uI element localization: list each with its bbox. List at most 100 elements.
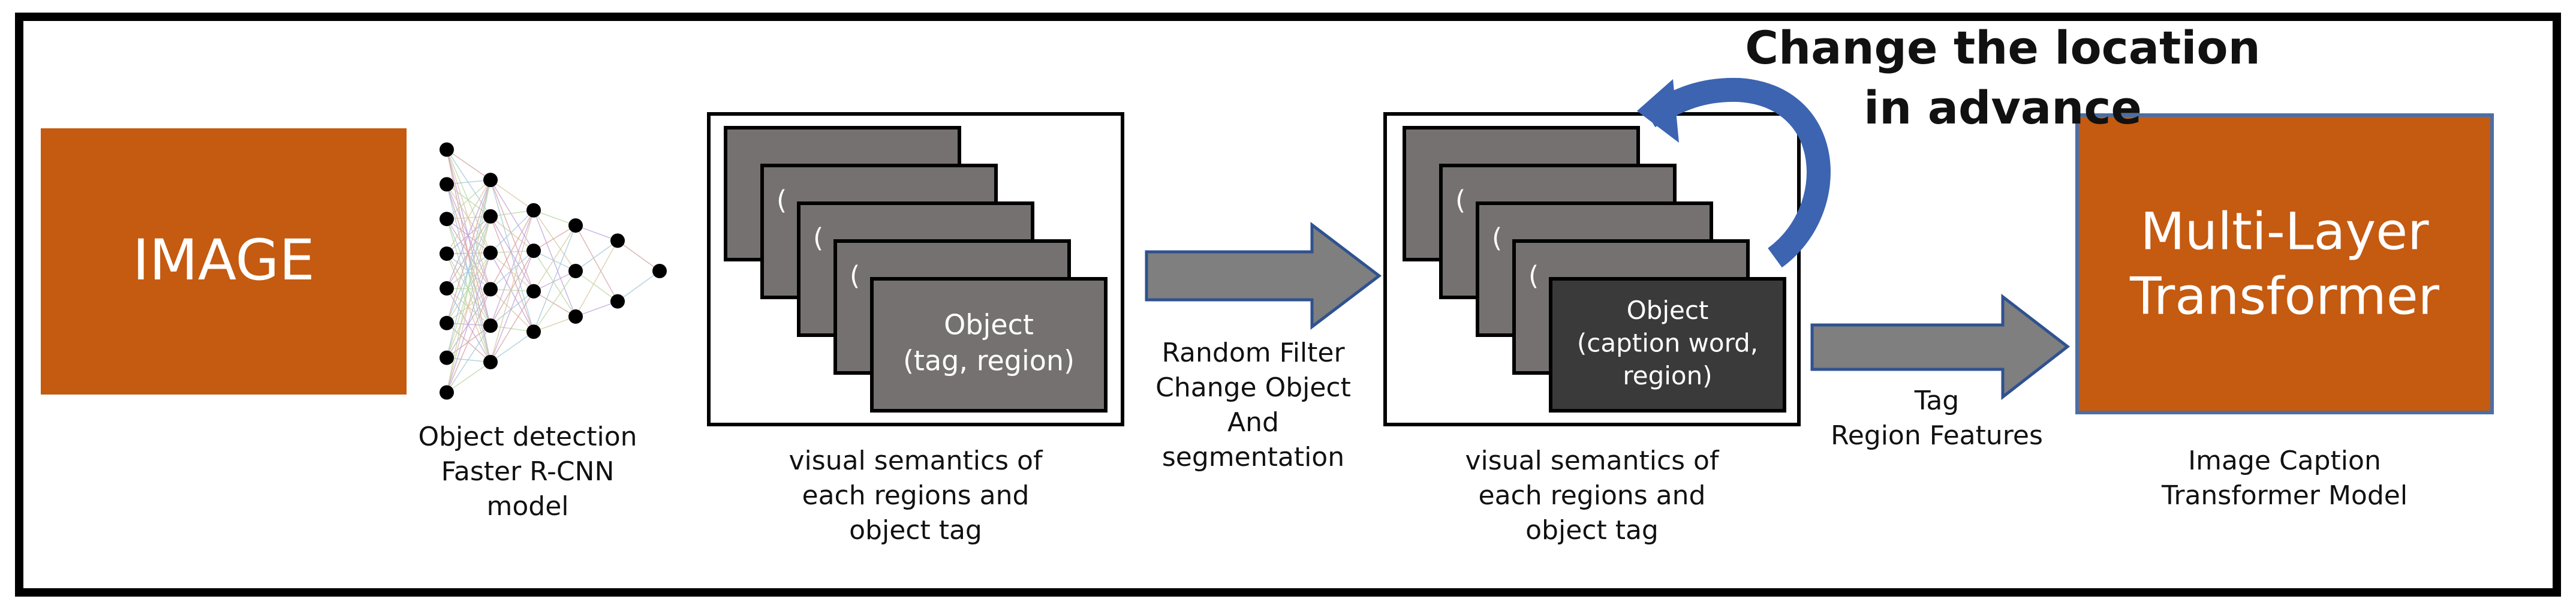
network-edge — [446, 149, 491, 290]
network-node — [568, 264, 583, 278]
network-edge — [490, 216, 534, 251]
stack2-caption: visual semantics of each regions and obj… — [1465, 446, 1719, 546]
network-node — [440, 315, 454, 330]
network-edge — [490, 252, 534, 332]
network-edge — [490, 250, 534, 326]
network-edge — [490, 210, 534, 290]
stack2-object-cards: (((Object(caption word,region) — [1403, 126, 1786, 413]
network-edge — [490, 331, 534, 363]
object-card-partial-label: ( — [1455, 185, 1465, 216]
network-edge — [533, 270, 576, 292]
network-edge — [575, 225, 618, 242]
network-edge — [446, 179, 491, 219]
network-edge — [446, 253, 491, 363]
object-card-partial-label: ( — [777, 185, 787, 216]
transformer-box — [2075, 113, 2494, 414]
network-node — [483, 354, 498, 369]
stack1-object-cards: (((Object(tag, region) — [724, 126, 1108, 413]
network-edge — [446, 149, 491, 180]
stack1-caption: visual semantics of each regions and obj… — [789, 446, 1043, 546]
object-card-front — [1549, 277, 1786, 413]
network-edge — [490, 291, 534, 326]
image-box — [41, 128, 407, 395]
network-edge — [575, 270, 618, 302]
network-edge — [446, 179, 491, 358]
network-node — [440, 177, 454, 192]
network-edge — [575, 240, 618, 317]
network-node — [526, 243, 541, 258]
network-edge — [446, 218, 491, 326]
network-edge — [490, 179, 534, 251]
network-edge — [446, 179, 491, 324]
arrow-2-icon — [1810, 293, 2071, 401]
image-box-label: IMAGE — [133, 228, 315, 293]
network-edge — [446, 253, 491, 290]
network-node — [440, 385, 454, 400]
network-edge — [446, 184, 491, 290]
network-node — [526, 203, 541, 218]
network-node — [440, 246, 454, 261]
detector-caption: Object detection Faster R-CNN model — [418, 422, 637, 522]
network-node — [440, 142, 454, 157]
network-edge — [490, 288, 534, 332]
network-edge — [533, 225, 576, 251]
object-card-front — [870, 277, 1108, 413]
object-card-partial-label: ( — [1528, 261, 1539, 291]
network-edge — [446, 179, 491, 254]
network-edge — [490, 179, 534, 332]
network-edge — [446, 253, 491, 326]
network-node — [526, 284, 541, 299]
network-edge — [446, 252, 491, 393]
transformer-caption: Image Caption Transformer Model — [2161, 446, 2408, 511]
network-edge — [490, 210, 534, 363]
network-edge — [533, 225, 576, 292]
network-edge — [446, 184, 491, 326]
network-edge — [490, 179, 534, 211]
network-edge — [575, 240, 618, 272]
network-edge — [533, 316, 576, 332]
object-card-partial-label: ( — [850, 261, 860, 291]
network-edge — [446, 288, 491, 326]
network-edge — [490, 325, 534, 332]
network-node — [483, 282, 498, 297]
network-edge — [533, 291, 576, 317]
network-edge — [490, 250, 534, 254]
network-edge — [533, 250, 576, 317]
network-edge — [446, 179, 491, 289]
arrow1-caption: Random Filter Change Object And segmenta… — [1155, 338, 1351, 472]
network-node — [483, 209, 498, 224]
network-edge — [490, 288, 534, 292]
network-edge — [490, 210, 534, 217]
network-edge — [490, 252, 534, 292]
object-card-partial-label: ( — [813, 223, 823, 254]
network-edge — [490, 291, 534, 363]
network-edge — [446, 362, 491, 393]
network-node — [440, 281, 454, 296]
network-edge — [533, 210, 576, 317]
network-edge — [490, 216, 534, 292]
network-node — [610, 233, 625, 248]
network-edge — [490, 210, 534, 254]
network-node — [568, 309, 583, 324]
network-edge — [575, 300, 618, 317]
network-edge — [446, 216, 491, 393]
network-node — [526, 324, 541, 339]
object-card-partial-label: ( — [1492, 223, 1502, 254]
network-edge — [617, 240, 660, 272]
network-edge — [533, 210, 576, 226]
curved-arrow-icon — [1642, 77, 1831, 268]
network-node — [483, 245, 498, 260]
network-edge — [490, 250, 534, 290]
network-node — [610, 294, 625, 309]
network-edge — [446, 179, 491, 185]
object-card-label: (caption word, — [1577, 329, 1758, 358]
network-node — [483, 318, 498, 333]
network-edge — [446, 179, 491, 393]
transformer-label-line-2: Transformer — [2129, 266, 2440, 326]
network-edge — [446, 252, 491, 254]
curved-arrow-head-icon — [1637, 79, 1679, 143]
network-node — [568, 218, 583, 233]
network-edge — [490, 179, 534, 292]
neural-network-icon — [440, 142, 667, 400]
